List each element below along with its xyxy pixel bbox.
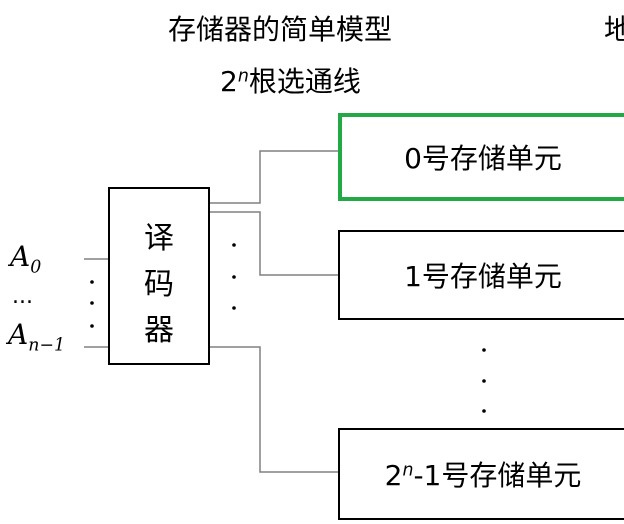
input-dot	[90, 324, 94, 328]
input-dot	[90, 301, 94, 305]
decoder-box: 译 码 器	[108, 187, 210, 365]
output-dot	[232, 243, 236, 247]
storage-cell-last-base: 2	[384, 459, 403, 492]
storage-cell-1-label: 1号存储单元	[404, 260, 562, 293]
diagram-title: 存储器的简单模型	[168, 13, 393, 46]
select-line-0	[210, 150, 338, 204]
input-an1-sub: n−1	[28, 335, 66, 356]
select-lines-text: 根选通线	[248, 65, 361, 98]
input-dot	[90, 280, 94, 284]
storage-cell-last-exp: n	[402, 460, 414, 481]
decoder-char: 译	[144, 221, 174, 256]
select-lines-label: 2n根选通线	[220, 60, 361, 100]
storage-cell-0: 0号存储单元	[338, 113, 624, 201]
input-ellipsis: ...	[12, 284, 33, 309]
select-line-1	[210, 211, 338, 276]
cell-dot	[482, 379, 486, 383]
decoder-char: 码	[144, 267, 174, 302]
output-dot	[232, 275, 236, 279]
select-lines-base: 2	[220, 65, 238, 98]
input-a0-sub: 0	[30, 257, 42, 278]
input-an1-letter: A	[8, 318, 29, 351]
storage-cell-1: 1号存储单元	[338, 230, 624, 320]
cell-dot	[482, 409, 486, 413]
select-lines-exp: n	[237, 66, 249, 87]
output-dot	[232, 306, 236, 310]
storage-cell-last-label: 2n-1号存储单元	[385, 454, 582, 494]
cell-dot	[482, 348, 486, 352]
select-line-last	[210, 346, 338, 473]
storage-cell-last: 2n-1号存储单元	[338, 428, 624, 520]
title-cut-off: 地	[604, 13, 624, 46]
input-an1: An−1	[8, 318, 65, 356]
decoder-char: 器	[144, 313, 174, 348]
storage-cell-last-rest: -1号存储单元	[413, 459, 582, 492]
storage-cell-0-label: 0号存储单元	[404, 142, 562, 175]
input-a0-letter: A	[10, 240, 31, 273]
input-a0: A0	[10, 240, 41, 278]
